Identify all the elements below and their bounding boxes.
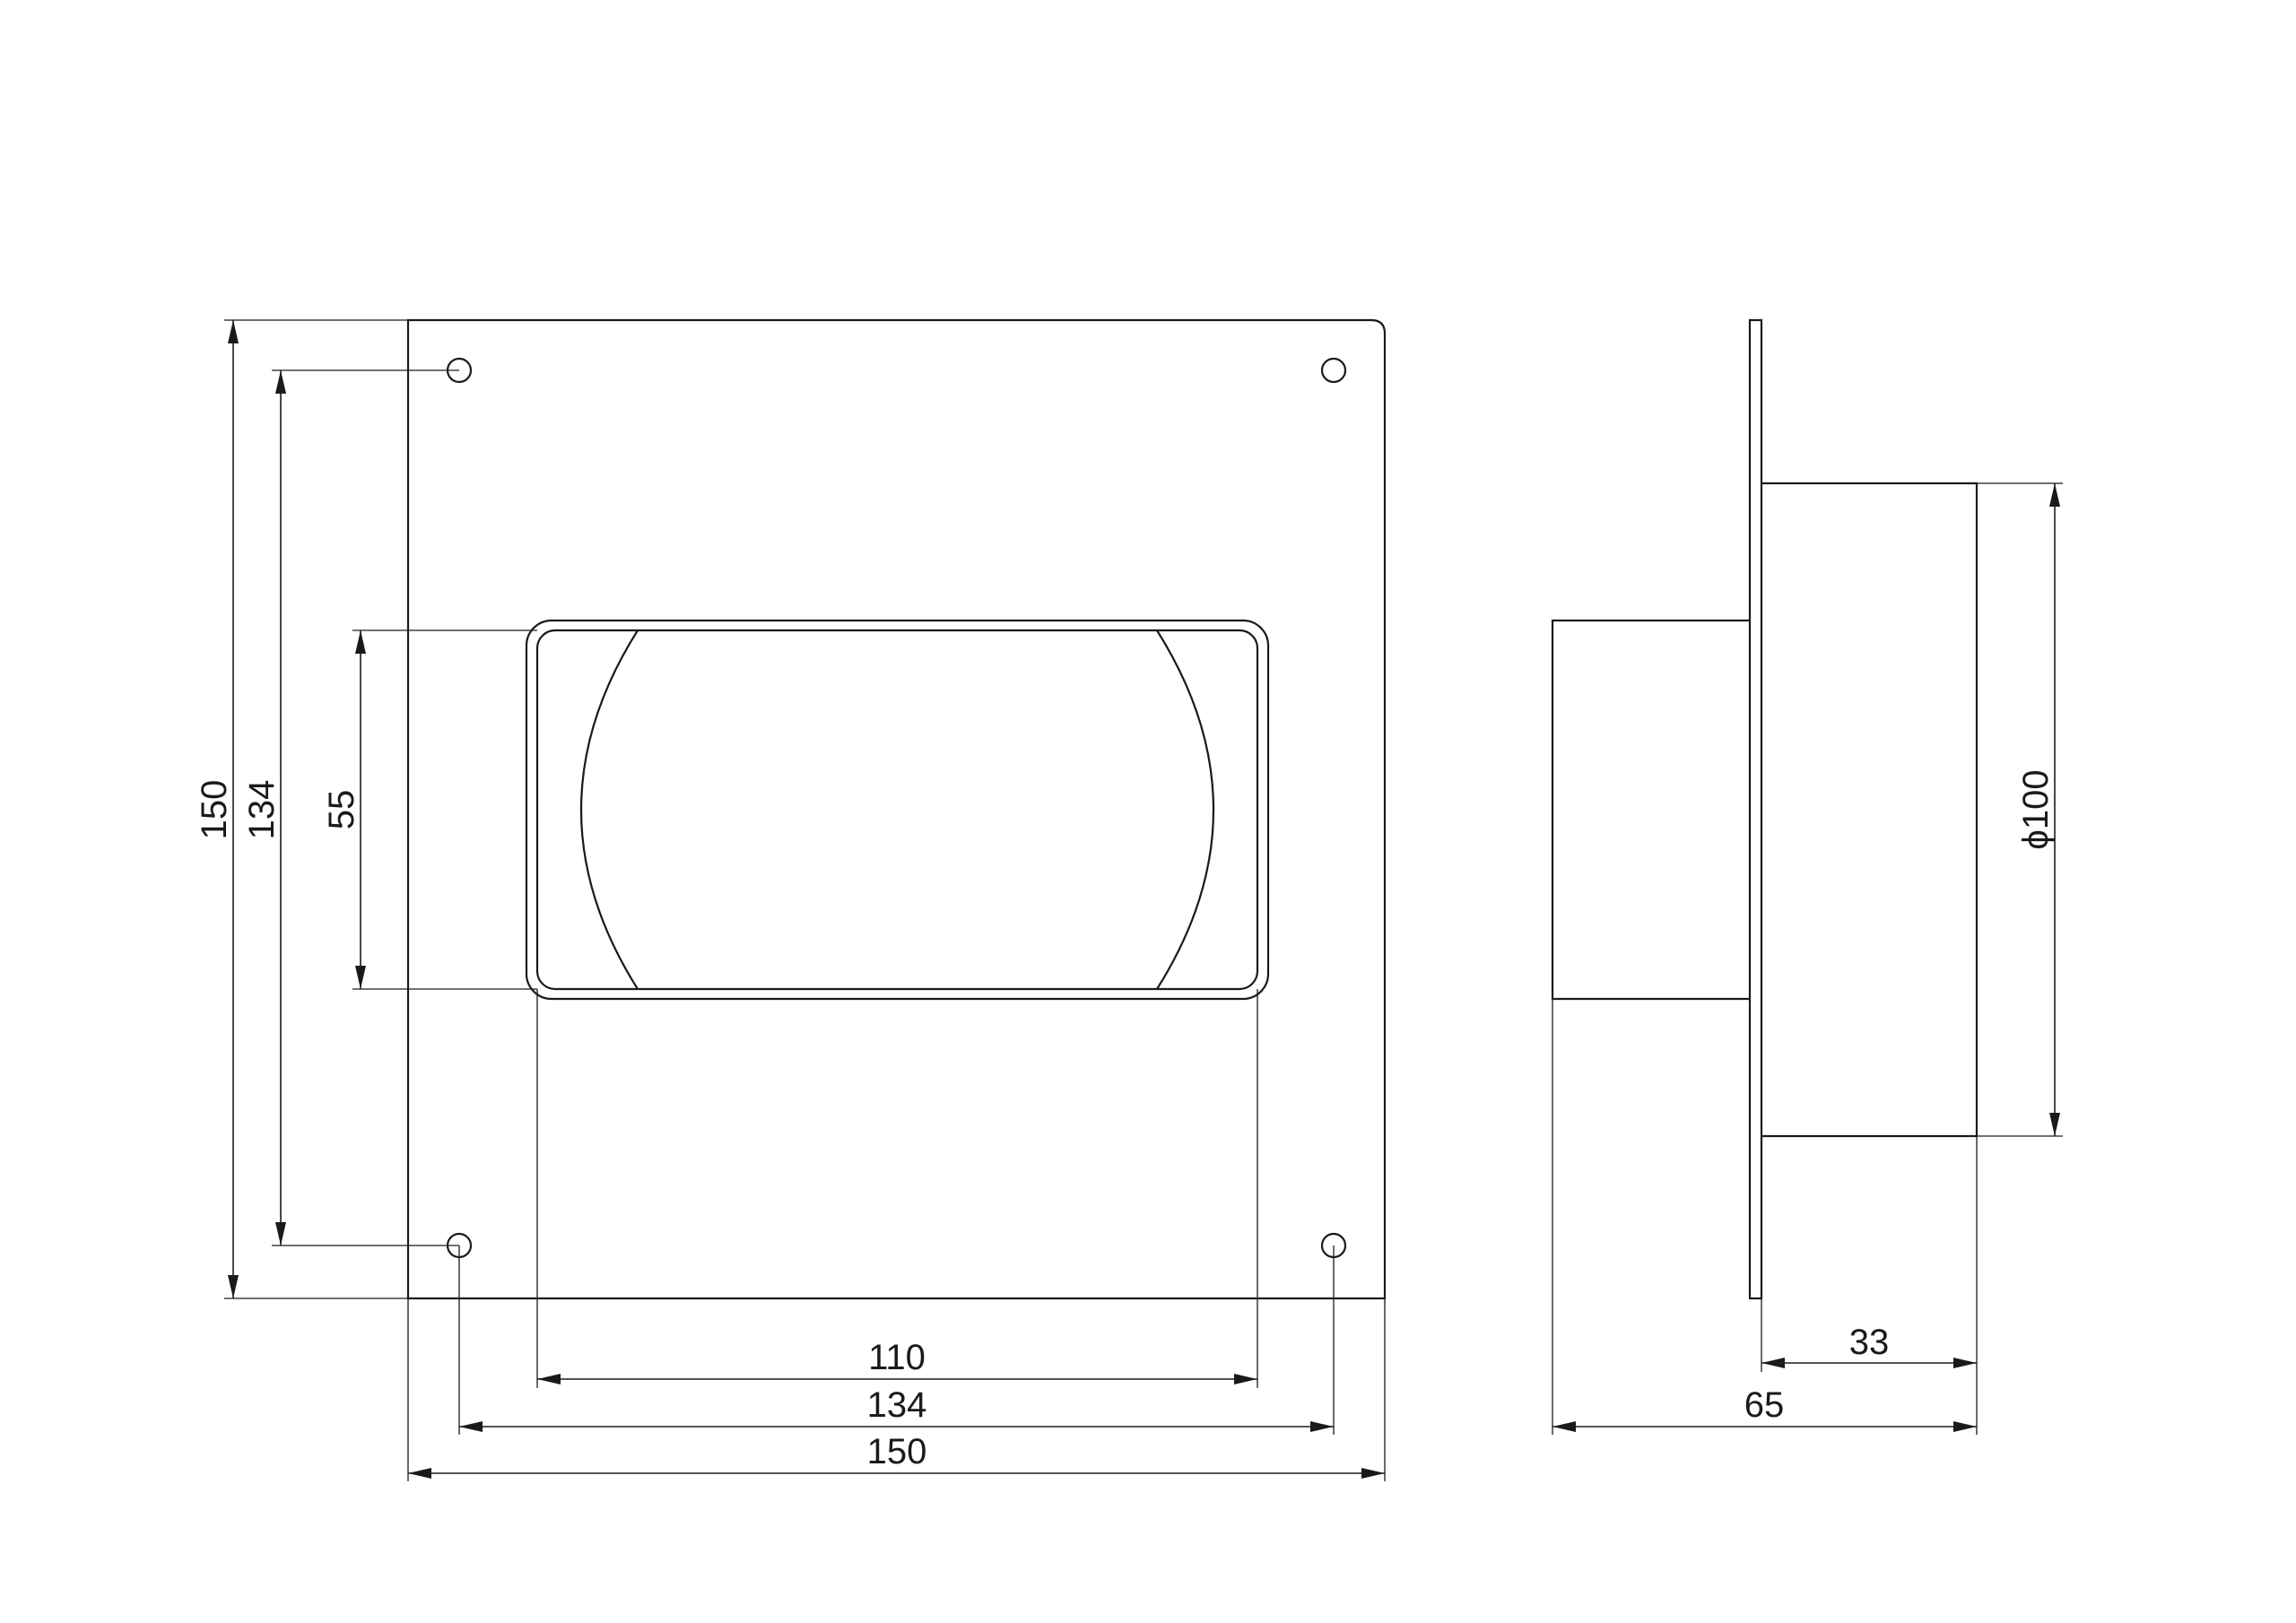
opening-inner-edge	[535, 629, 1259, 991]
front-dimension-lines	[228, 320, 1385, 1479]
dim-opening-height: 55	[322, 790, 361, 830]
side-extension-lines	[1552, 482, 2063, 1435]
side-plate	[1748, 318, 1763, 1300]
dim-diameter: ϕ100	[2016, 769, 2056, 849]
front-extension-lines	[224, 319, 1386, 1481]
side-round-spigot	[1761, 482, 1979, 1138]
front-plate-outline	[406, 318, 1387, 1300]
dim-overall-depth: 65	[1744, 1385, 1785, 1425]
dim-hole-spacing-height: 134	[242, 780, 282, 840]
dim-overall-width: 150	[867, 1432, 927, 1471]
mounting-hole-top-right	[1320, 357, 1347, 384]
dim-hole-spacing-width: 134	[867, 1385, 927, 1425]
side-rect-spigot	[1551, 619, 1750, 1001]
opening-outer-edge	[525, 619, 1270, 1001]
dim-spigot-depth: 33	[1849, 1323, 1890, 1362]
dim-opening-width: 110	[868, 1338, 926, 1377]
front-view	[406, 318, 1387, 1300]
opening-transition-left	[579, 629, 639, 990]
dim-overall-height: 150	[195, 780, 234, 840]
opening-transition-right	[1156, 629, 1215, 990]
side-dimension-lines	[1552, 483, 2060, 1432]
side-view	[1551, 318, 1979, 1300]
